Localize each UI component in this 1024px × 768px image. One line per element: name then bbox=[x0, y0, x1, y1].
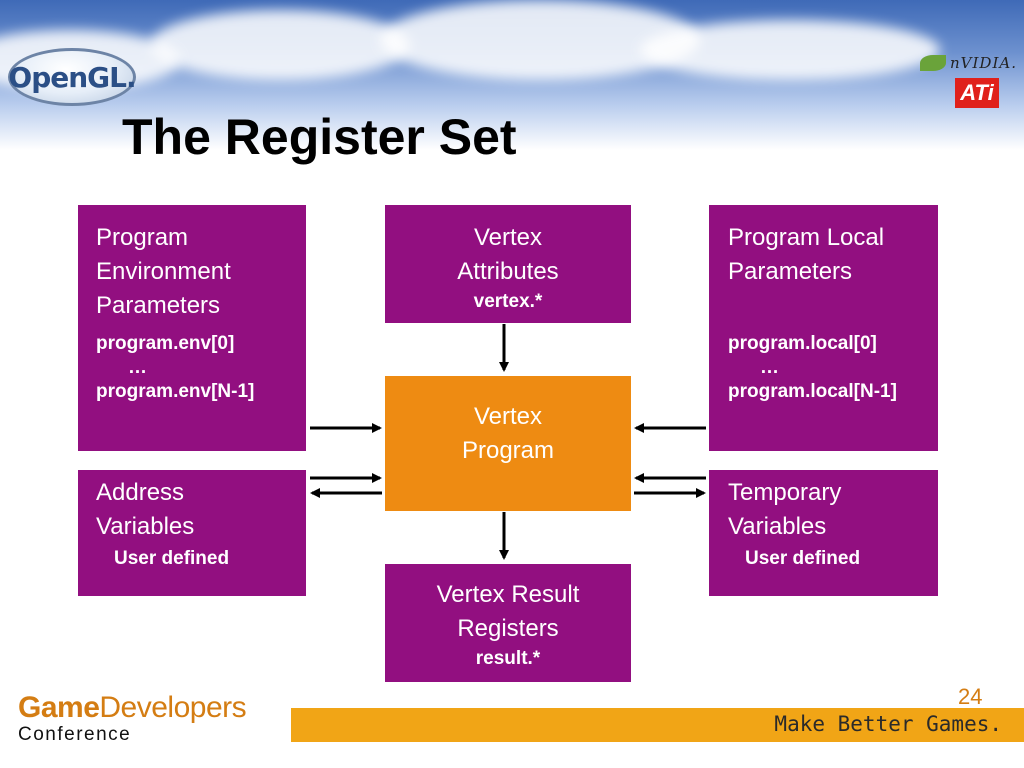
gdc-logo-game: Game bbox=[18, 691, 100, 724]
address-variables-box: Address Variables User defined bbox=[78, 470, 306, 596]
vertex-result-registers-box: Vertex Result Registers result.* bbox=[385, 564, 631, 682]
vertex-result-code: result.* bbox=[475, 648, 541, 669]
nvidia-logo: nVIDIA. bbox=[920, 52, 1024, 74]
env-params-last: program.env[N-1] bbox=[96, 381, 255, 402]
env-params-first: program.env[0] bbox=[96, 333, 235, 354]
slide-title: The Register Set bbox=[122, 109, 517, 165]
vertex-program-label-2: Program bbox=[461, 437, 555, 464]
local-params-label-1: Program Local bbox=[728, 224, 885, 251]
local-params-box: Program Local Parameters program.local[0… bbox=[709, 205, 938, 451]
vertex-result-label-2: Registers bbox=[457, 615, 559, 642]
vertex-attributes-label-1: Vertex bbox=[473, 224, 543, 251]
cloud bbox=[150, 10, 410, 80]
address-variables-code: User defined bbox=[114, 548, 230, 569]
cloud bbox=[640, 20, 940, 80]
env-params-box: Program Environment Parameters program.e… bbox=[78, 205, 306, 451]
address-variables-label-2: Variables bbox=[96, 513, 195, 540]
opengl-logo: OpenGL. bbox=[8, 48, 137, 106]
vertex-attributes-label-2: Attributes bbox=[457, 258, 559, 285]
ati-logo-text: ATi bbox=[960, 80, 994, 105]
local-params-first: program.local[0] bbox=[728, 333, 877, 354]
nvidia-logo-text: nVIDIA. bbox=[950, 54, 1017, 72]
local-params-ellipsis: … bbox=[760, 357, 779, 378]
temporary-variables-label-2: Variables bbox=[728, 513, 827, 540]
footer-slogan: Make Better Games. bbox=[774, 712, 1002, 736]
vertex-result-label-1: Vertex Result bbox=[436, 581, 580, 608]
temporary-variables-box: Temporary Variables User defined bbox=[709, 470, 938, 596]
footer-banner: Make Better Games. bbox=[291, 708, 1024, 742]
vertex-attributes-box: Vertex Attributes vertex.* bbox=[385, 205, 631, 323]
vertex-attributes-code: vertex.* bbox=[473, 291, 543, 312]
page-number: 24 bbox=[958, 684, 983, 709]
gdc-logo: GameDevelopers Conference bbox=[18, 691, 247, 746]
env-params-label-2: Environment bbox=[96, 258, 231, 285]
vertex-program-box: Vertex Program bbox=[385, 376, 631, 511]
env-params-label-1: Program bbox=[96, 224, 189, 251]
nvidia-eye-icon bbox=[920, 55, 946, 71]
opengl-logo-text: OpenGL. bbox=[8, 60, 136, 94]
temporary-variables-label-1: Temporary bbox=[728, 479, 842, 506]
vertex-program-label-1: Vertex bbox=[473, 403, 543, 430]
gdc-logo-conference: Conference bbox=[18, 724, 132, 745]
ati-logo: ATi bbox=[955, 78, 999, 108]
env-params-label-3: Parameters bbox=[96, 292, 221, 319]
local-params-last: program.local[N-1] bbox=[728, 381, 897, 402]
address-variables-label-1: Address bbox=[96, 479, 185, 506]
gdc-logo-developers: Developers bbox=[99, 691, 247, 724]
env-params-ellipsis: … bbox=[128, 357, 147, 378]
temporary-variables-code: User defined bbox=[745, 548, 861, 569]
local-params-label-2: Parameters bbox=[728, 258, 853, 285]
